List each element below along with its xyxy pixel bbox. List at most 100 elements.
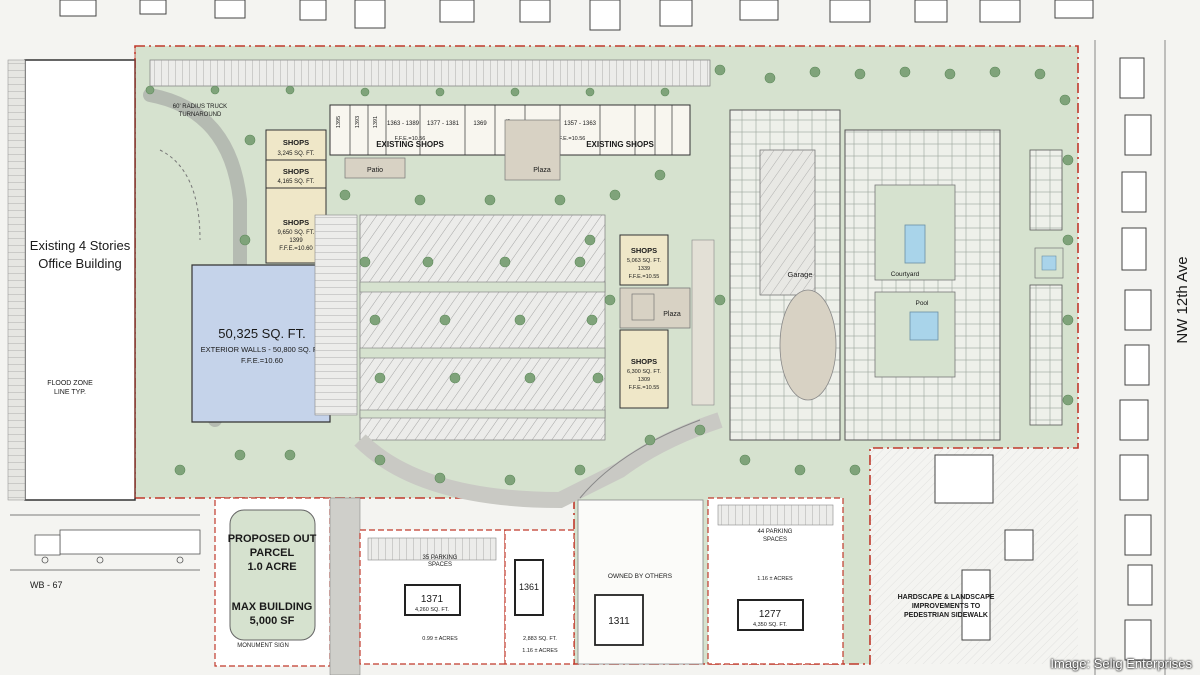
south-pool — [909, 311, 939, 341]
office-building-label-1: Existing 4 Stories — [30, 238, 131, 253]
image-credit: Image: Selig Enterprises — [1050, 656, 1192, 671]
se-house-1 — [934, 454, 994, 504]
plaza-north — [504, 119, 561, 181]
north-pool — [904, 224, 926, 264]
existing-shops-label-2: EXISTING SHOPS — [586, 140, 654, 149]
entry-road — [329, 497, 361, 675]
hardscape-label-3: PEDESTRIAN SIDEWALK — [904, 612, 988, 619]
plaza-walkway — [691, 239, 715, 406]
pool-label: Pool — [915, 300, 929, 307]
shops-c-ffe: F.F.E.=10.60 — [279, 246, 313, 252]
shops-c-area: 9,650 SQ. FT. — [277, 230, 314, 236]
plaza-center-label: Plaza — [663, 311, 681, 318]
truck-turning-legend — [10, 514, 201, 571]
unit-label-1369: 1369 — [473, 121, 487, 127]
building-1277 — [737, 599, 804, 631]
shops-a-title: SHOPS — [283, 138, 309, 147]
amenity-pool — [1041, 255, 1057, 271]
residential-drive-loop — [779, 289, 837, 401]
trees — [145, 64, 1074, 486]
outparcel-label-3: 1.0 ACRE — [247, 561, 296, 573]
shops-a-area: 3,245 SQ. FT. — [277, 151, 314, 157]
max-building-label-1: MAX BUILDING — [232, 601, 313, 613]
shops-e-num: 1309 — [638, 377, 650, 383]
building-1371-num: 1371 — [421, 594, 444, 605]
north-parking-stalls — [150, 60, 710, 86]
townhomes-north — [1029, 149, 1063, 231]
building-1361-num: 1361 — [519, 582, 539, 592]
west-parking-stalls — [315, 215, 357, 415]
residential-east-wing — [844, 129, 1001, 441]
unit-label-1363-1389: 1363 - 1389 — [387, 121, 420, 127]
max-building-label-2: 5,000 SF — [250, 615, 295, 627]
building-1361 — [514, 559, 544, 616]
plaza-north-label: Plaza — [533, 167, 551, 174]
building-1277-area: 4,350 SQ. FT. — [753, 622, 787, 628]
pad-1277-stalls — [718, 505, 833, 525]
existing-shops-label-1: EXISTING SHOPS — [376, 140, 444, 149]
shops-e-ffe: F.F.E.=10.55 — [629, 385, 660, 391]
anchor-walls-label: EXTERIOR WALLS - 50,800 SQ. FT. — [201, 345, 324, 354]
building-1277-num: 1277 — [759, 609, 782, 620]
garage-label: Garage — [787, 270, 812, 279]
anchor-building — [191, 264, 331, 423]
pad-1277-parking-label-2: SPACES — [763, 537, 787, 543]
building-1371-area: 4,260 SQ. FT. — [415, 607, 449, 613]
patio-label: Patio — [367, 167, 383, 174]
shops-e — [619, 329, 669, 409]
pad-1361-area: 2,883 SQ. FT. — [523, 636, 557, 642]
shops-c-num: 1399 — [289, 238, 303, 244]
unit-label-1391: 1391 — [373, 116, 379, 128]
truck-turnaround-label-2: TURNAROUND — [179, 112, 222, 118]
building-1311-num: 1311 — [608, 616, 630, 627]
unit-label-1393: 1393 — [355, 116, 361, 128]
flood-zone-label-1: FLOOD ZONE — [47, 380, 93, 387]
patio — [344, 157, 406, 179]
neighborhood-houses-east — [1119, 57, 1153, 661]
south-drive-edge — [579, 419, 701, 499]
shops-c-title: SHOPS — [283, 218, 309, 227]
shops-b-title: SHOPS — [283, 167, 309, 176]
office-building-label-2: Office Building — [38, 256, 122, 271]
anchor-ffe-label: F.F.E.=10.60 — [241, 356, 283, 365]
building-1311 — [594, 594, 644, 646]
hardscape-label-2: IMPROVEMENTS TO — [912, 603, 981, 610]
pad-1371-parking-label-1: 35 PARKING — [423, 555, 458, 561]
pad-1361-acres: 1.16 ± ACRES — [522, 648, 558, 654]
hardscape-label-1: HARDSCAPE & LANDSCAPE — [898, 594, 995, 601]
outparcel-label-2: PARCEL — [250, 547, 295, 559]
main-parking-stalls — [360, 215, 605, 440]
shops-e-title: SHOPS — [631, 357, 657, 366]
shops-d-title: SHOPS — [631, 246, 657, 255]
plaza-center-feature — [631, 293, 655, 321]
south-courtyard — [874, 291, 956, 378]
outparcel-area — [229, 509, 316, 641]
courtyard-label: Courtyard — [891, 271, 920, 278]
parking-islands — [359, 281, 606, 419]
anchor-area-label: 50,325 SQ. FT. — [218, 326, 305, 341]
owned-by-others-label: OWNED BY OTHERS — [608, 573, 673, 580]
pad-1371-parking-label-2: SPACES — [428, 562, 452, 568]
unit-label-1395: 1395 — [336, 116, 342, 128]
shops-d — [619, 234, 669, 286]
office-parking-stalls — [8, 60, 25, 500]
neighborhood-houses-top — [59, 0, 1094, 31]
south-drive — [354, 412, 723, 509]
pad-1277-acres: 1.16 ± ACRES — [757, 576, 793, 582]
unit-label-1377-1381: 1377 - 1381 — [427, 121, 460, 127]
existing-shops-ffe-1: F.F.E.=10.56 — [395, 136, 426, 142]
pad-1371-acres: 0.99 ± ACRES — [422, 636, 458, 642]
se-house-3 — [1004, 529, 1034, 561]
plaza-center — [619, 287, 691, 329]
townhomes-south — [1029, 284, 1063, 426]
building-1371 — [404, 584, 461, 616]
pad-1277-parking-label-1: 44 PARKING — [758, 529, 793, 535]
shops-d-num: 1339 — [638, 266, 650, 272]
shops-b — [265, 159, 327, 189]
shops-d-ffe: F.F.E.=10.55 — [629, 274, 660, 280]
existing-shops-ffe-2: F.F.E.=10.56 — [555, 136, 586, 142]
truck-model-label: WB - 67 — [30, 580, 63, 590]
outparcel-label-1: PROPOSED OUT — [228, 533, 317, 545]
existing-office-building — [24, 59, 136, 501]
